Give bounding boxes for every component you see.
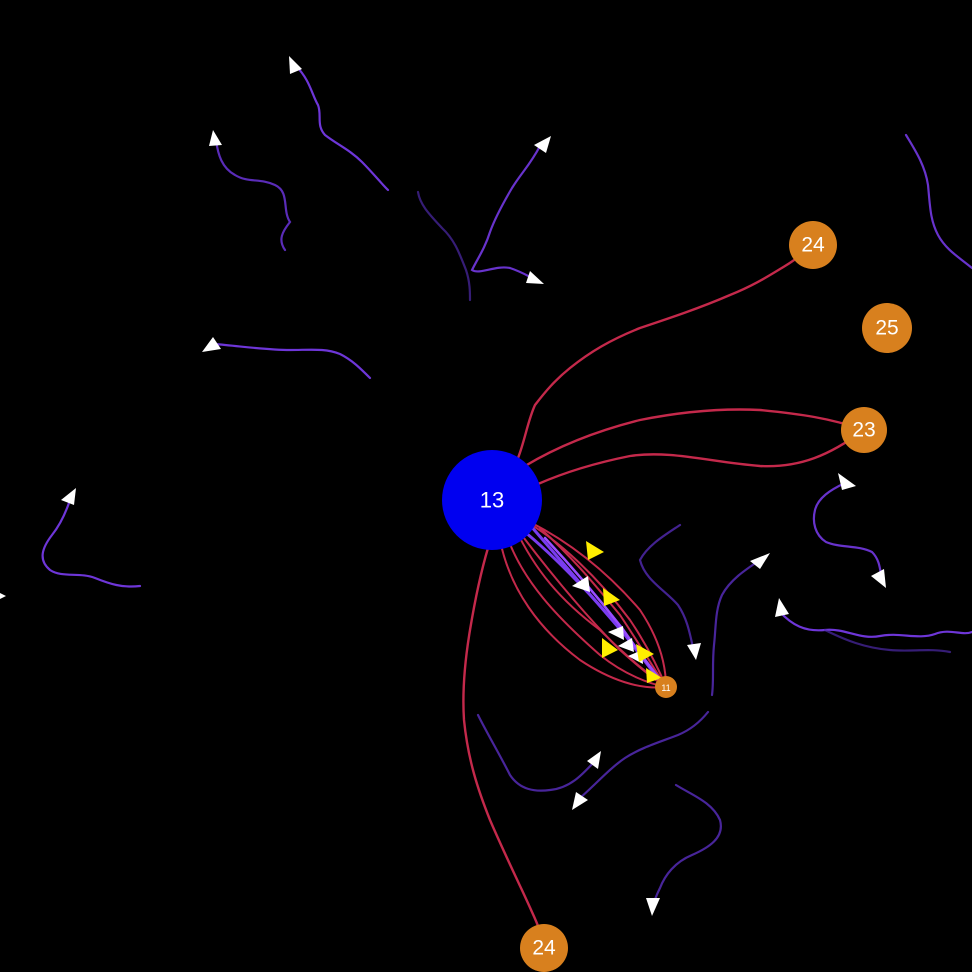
attack-trail <box>462 546 546 950</box>
unit-arrow-icon[interactable] <box>202 337 221 352</box>
unit-arrow-icon[interactable] <box>871 569 886 588</box>
unit-trail <box>578 710 710 800</box>
attack-trail <box>536 428 866 486</box>
unit-arrow-icon[interactable] <box>526 271 544 284</box>
swarm-arrow-icon[interactable] <box>646 668 662 683</box>
node-circle[interactable] <box>789 221 837 269</box>
unit-arrow-icon[interactable] <box>646 898 660 916</box>
attack-trails <box>462 243 866 950</box>
unit-arrow-icon[interactable] <box>61 488 76 505</box>
node-circle[interactable] <box>862 303 912 353</box>
node-count: 23 <box>852 419 875 442</box>
unit-arrow-icon[interactable] <box>572 576 590 592</box>
swarm-trail <box>539 527 667 688</box>
unit-arrow-icon[interactable] <box>775 598 789 617</box>
unit-arrow-icon[interactable] <box>838 473 856 490</box>
unit-arrow-icon[interactable] <box>534 136 551 153</box>
unit-arrow-icon[interactable] <box>209 130 222 146</box>
unit-trail <box>470 144 542 281</box>
unit-trail <box>823 628 952 654</box>
node-circle[interactable] <box>442 450 542 550</box>
swarm-arrow-icon[interactable] <box>602 638 618 658</box>
unit-trails <box>41 64 972 908</box>
node-circle[interactable] <box>841 407 887 453</box>
swarm-arrow-icon[interactable] <box>603 588 620 606</box>
unit-arrow-icon[interactable] <box>587 751 601 769</box>
neutral-node[interactable]: 24 <box>789 221 837 269</box>
unit-trail <box>476 713 596 792</box>
unit-arrow-icon[interactable] <box>608 626 624 640</box>
attack-trail <box>516 243 815 460</box>
node-circle[interactable] <box>520 924 568 972</box>
unit-arrow-icon[interactable] <box>0 592 6 600</box>
unit-trail <box>214 138 292 252</box>
player-node[interactable]: 13 <box>442 450 542 550</box>
node-count: 13 <box>480 488 504 513</box>
attack-trail <box>523 408 866 468</box>
unit-arrow-icon[interactable] <box>687 643 701 660</box>
neutral-node[interactable]: 11 <box>655 676 677 698</box>
node-count: 11 <box>661 683 670 693</box>
unit-trail <box>651 783 722 908</box>
unit-trail <box>710 558 762 697</box>
unit-arrow-icon[interactable] <box>618 638 634 652</box>
swarm-trail <box>499 539 667 689</box>
neutral-node[interactable]: 24 <box>520 924 568 972</box>
swarm-arrow-icon[interactable] <box>636 644 654 662</box>
neutral-node[interactable]: 23 <box>841 407 887 453</box>
unit-trail <box>416 190 472 302</box>
node-count: 25 <box>875 317 898 340</box>
swarm-arrow-icon[interactable] <box>586 541 604 560</box>
swarm-trail <box>504 529 667 688</box>
swarm-trail <box>529 521 667 688</box>
unit-trail <box>294 64 390 192</box>
node-count: 24 <box>532 937 556 960</box>
node-circle[interactable] <box>655 676 677 698</box>
neutral-node[interactable]: 25 <box>862 303 912 353</box>
unit-trail <box>778 610 972 638</box>
unit-arrow-icon[interactable] <box>750 553 770 569</box>
unit-arrows <box>0 56 886 916</box>
unit-arrow-icon[interactable] <box>572 792 588 810</box>
unit-trail <box>41 498 142 588</box>
unit-arrow-icon[interactable] <box>289 56 302 74</box>
swarm-arrows <box>586 541 662 683</box>
unit-trail <box>812 481 884 582</box>
unit-trail <box>904 133 972 270</box>
node-count: 24 <box>801 234 825 257</box>
unit-trail <box>212 342 372 380</box>
unit-trail <box>638 523 696 654</box>
